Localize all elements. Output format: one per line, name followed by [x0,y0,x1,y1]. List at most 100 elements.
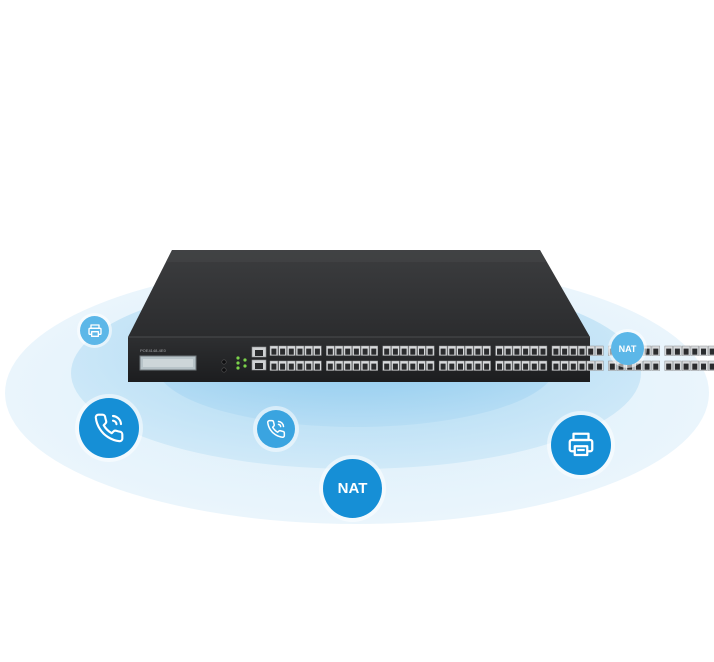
ethernet-port-socket [644,348,650,355]
device-front [128,337,590,382]
ethernet-port-socket [596,348,602,355]
ethernet-port-socket [701,348,706,355]
ethernet-port-socket [553,348,559,355]
ethernet-port-socket [588,363,594,370]
ethernet-port-socket [484,363,490,370]
ethernet-port-socket [562,348,568,355]
status-led [243,364,247,368]
ethernet-port-socket [627,363,633,370]
ethernet-port-socket [288,363,294,370]
status-led [243,358,247,362]
nat-label: NAT [337,480,368,497]
ethernet-port-socket [692,348,698,355]
nat-badge-small: NAT [611,332,644,365]
ethernet-port-socket [683,363,689,370]
ethernet-port-socket [353,363,359,370]
ethernet-port-socket [314,348,320,355]
ethernet-port-socket [701,363,706,370]
ethernet-port-socket [570,363,576,370]
ethernet-port-socket [531,363,537,370]
ethernet-port-socket [427,348,433,355]
device-button [221,367,227,373]
ethernet-port-socket [466,348,472,355]
ethernet-port-socket [271,363,277,370]
ethernet-port-socket [666,363,672,370]
ethernet-port-socket [514,348,520,355]
ethernet-port-socket [531,348,537,355]
ethernet-port-socket [458,348,463,355]
ethernet-port-socket [288,348,294,355]
ethernet-port-socket [709,363,714,370]
ethernet-port-socket [588,348,594,355]
ethernet-port-socket [570,348,576,355]
ethernet-port-socket [523,348,529,355]
ethernet-port-socket [475,348,481,355]
ethernet-port-socket [362,348,368,355]
ethernet-port-socket [644,363,650,370]
ethernet-port-socket [306,363,312,370]
ethernet-port-socket [497,348,502,355]
ethernet-port-socket [297,363,303,370]
ethernet-port-socket [384,363,390,370]
ethernet-port-socket [371,348,377,355]
device-top [128,250,590,337]
ethernet-port-socket [484,348,490,355]
ethernet-port-socket [505,363,511,370]
ethernet-port-socket [709,348,714,355]
ethernet-port-socket [458,363,463,370]
ethernet-port-socket [562,363,568,370]
ethernet-port-socket [475,363,481,370]
ethernet-port-socket [336,348,342,355]
ethernet-port-socket [401,348,407,355]
ethernet-port-socket [392,363,398,370]
ethernet-port-socket [466,363,472,370]
ethernet-port-socket [683,348,689,355]
ethernet-port-socket [271,348,277,355]
ethernet-port-socket [440,348,446,355]
ethernet-port-socket [653,348,659,355]
ethernet-port-socket [306,348,312,355]
ethernet-port-socket [327,363,333,370]
printer-icon [551,415,611,475]
ethernet-port-socket [280,363,286,370]
nat-label: NAT [618,343,637,354]
ethernet-port-socket [579,348,585,355]
ethernet-port-socket [674,363,680,370]
ethernet-port-socket [618,363,624,370]
ethernet-port-socket [674,348,680,355]
ethernet-port-socket [371,363,377,370]
ethernet-port-socket [692,363,698,370]
phone-icon [257,410,295,448]
ethernet-port-socket [523,363,529,370]
nat-badge-large: NAT [323,459,382,518]
printer-icon [80,316,109,345]
ethernet-port-socket [540,363,546,370]
ethernet-port-socket [401,363,407,370]
ethernet-port-socket [540,348,546,355]
ethernet-port-socket [449,363,455,370]
device-button [221,359,227,365]
ethernet-port-socket [327,348,333,355]
ethernet-port-socket [419,363,424,370]
ethernet-port-socket [362,363,368,370]
ethernet-port-socket [384,348,390,355]
ethernet-port-socket [345,363,351,370]
ethernet-port-socket [345,348,351,355]
status-led [236,366,240,370]
ethernet-port-socket [514,363,520,370]
ethernet-port-socket [449,348,455,355]
ethernet-port-socket [635,363,641,370]
ethernet-port-socket [653,363,659,370]
ethernet-port-socket [609,363,615,370]
ethernet-port-socket [297,348,303,355]
ethernet-port-socket [410,363,416,370]
ethernet-port-socket [392,348,398,355]
ethernet-port-socket [440,363,446,370]
ethernet-port-socket [314,363,320,370]
ethernet-port-socket [666,348,672,355]
status-led [236,361,240,365]
ethernet-port-socket [410,348,416,355]
ethernet-port-socket [280,348,286,355]
